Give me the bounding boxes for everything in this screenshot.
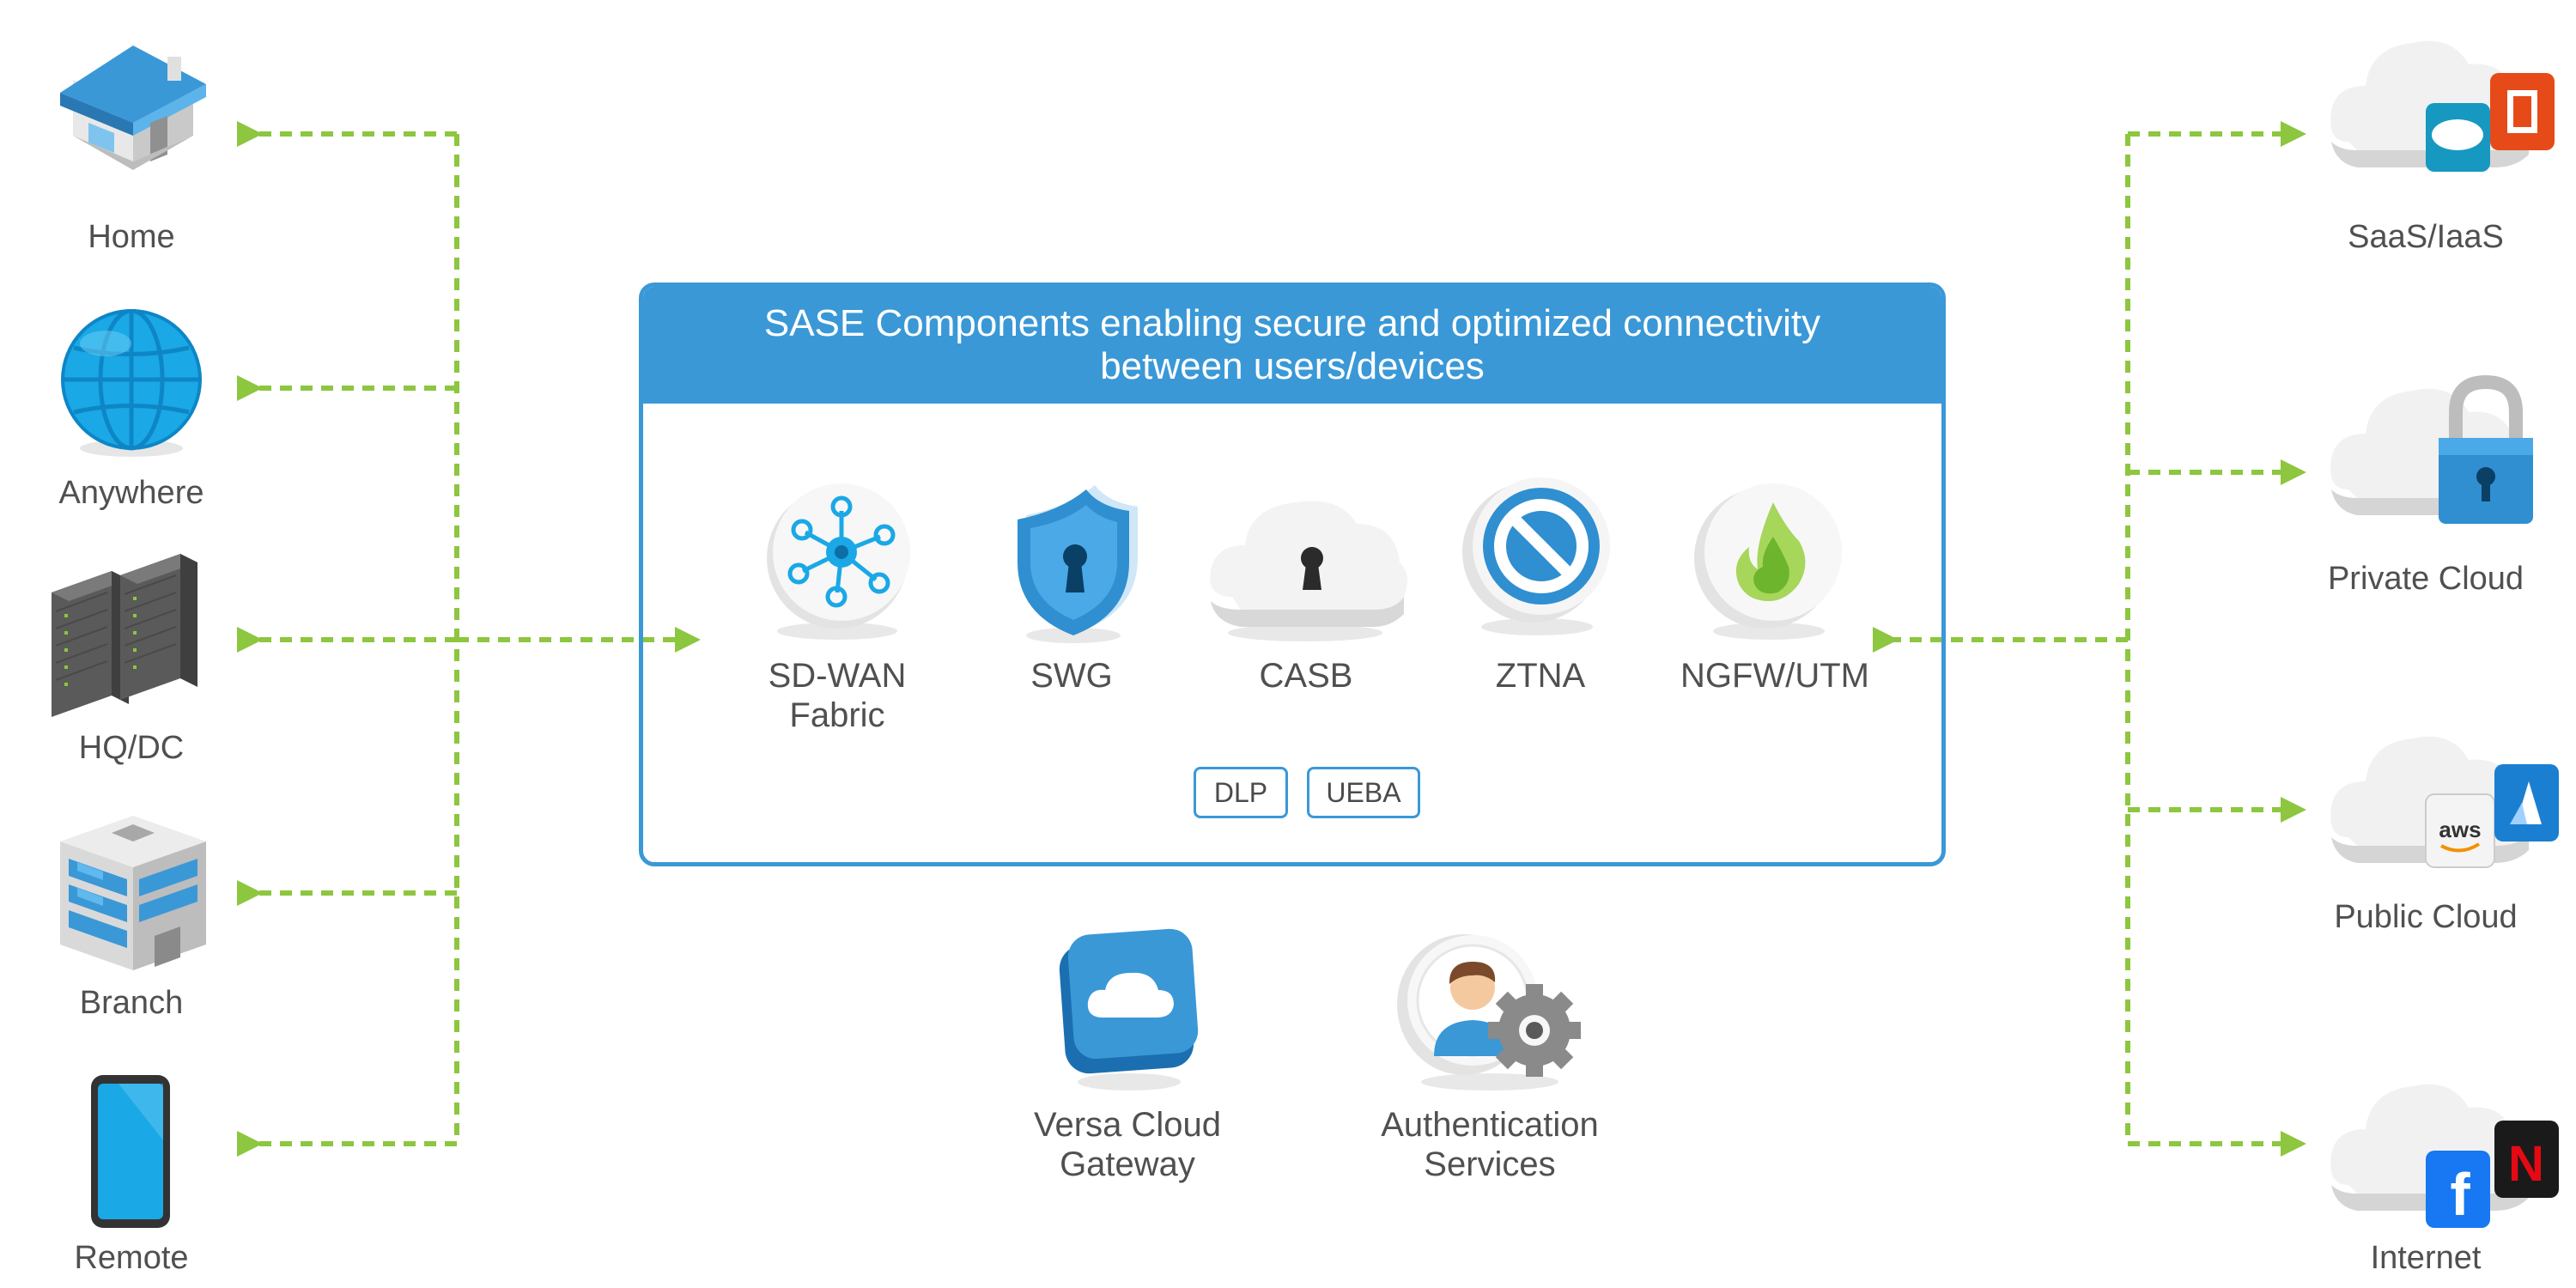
cloud-saas-icon (2330, 40, 2555, 172)
tag-ueba: UEBA (1307, 767, 1420, 818)
bottom-label-auth-services: Authentication Services (1361, 1105, 1619, 1184)
component-label-swg: SWG (1030, 657, 1113, 695)
component-label-sdwan-line2: Fabric (789, 696, 885, 734)
bottom-label-cloud-gateway: Versa Cloud Gateway (999, 1105, 1256, 1184)
panel-title-line2: between users/devices (1100, 345, 1485, 387)
house-icon (60, 46, 206, 170)
node-label-home: Home (88, 219, 175, 255)
cloud-gateway-icon (1059, 928, 1199, 1091)
aws-icon: aws (2425, 793, 2495, 868)
cloud-facebook-netflix-icon: f N (2330, 1084, 2559, 1228)
globe-icon (61, 309, 202, 457)
azure-icon (2494, 764, 2559, 841)
no-entry-icon (1462, 477, 1610, 635)
cloud-keyhole-icon (1210, 501, 1407, 641)
facebook-icon: f (2426, 1151, 2490, 1228)
user-gear-icon (1397, 934, 1581, 1091)
node-label-internet: Internet (2370, 1240, 2482, 1276)
component-label-sdwan: SD-WAN Fabric (708, 656, 966, 735)
component-label-ztna: ZTNA (1495, 657, 1586, 695)
component-label-casb: CASB (1259, 657, 1353, 695)
svg-text:N: N (2508, 1136, 2544, 1192)
shield-keyhole-icon (1018, 485, 1138, 643)
bottom-label-auth-services-line2: Services (1424, 1145, 1556, 1183)
node-label-saas: SaaS/IaaS (2348, 219, 2504, 255)
cloud-aws-azure-icon: aws (2330, 736, 2559, 868)
svg-text:f: f (2450, 1161, 2470, 1228)
cloud-lock-icon (2330, 374, 2533, 524)
salesforce-icon (2426, 103, 2490, 172)
office-building-icon (60, 816, 206, 970)
node-label-remote: Remote (74, 1240, 189, 1276)
bottom-label-cloud-gateway-line1: Versa Cloud (1034, 1106, 1221, 1144)
node-label-branch: Branch (79, 985, 184, 1021)
node-label-hqdc: HQ/DC (78, 730, 185, 766)
sase-components-panel: SASE Components enabling secure and opti… (639, 283, 1946, 866)
smartphone-icon (91, 1075, 170, 1228)
component-label-ngfw: NGFW/UTM (1680, 657, 1869, 695)
tag-dlp: DLP (1194, 767, 1288, 818)
node-label-anywhere: Anywhere (58, 475, 204, 511)
panel-title-line1: SASE Components enabling secure and opti… (763, 302, 1821, 344)
svg-text:aws: aws (2439, 817, 2481, 842)
node-label-private-cloud: Private Cloud (2327, 561, 2524, 597)
node-label-public-cloud: Public Cloud (2334, 899, 2518, 935)
bottom-label-auth-services-line1: Authentication (1381, 1106, 1599, 1144)
server-rack-icon (52, 554, 197, 717)
component-label-sdwan-line1: SD-WAN (768, 657, 907, 695)
network-hub-icon (767, 483, 910, 640)
netflix-icon: N (2494, 1121, 2559, 1198)
panel-header: SASE Components enabling secure and opti… (643, 287, 1941, 404)
bottom-label-cloud-gateway-line2: Gateway (1060, 1145, 1195, 1183)
office-icon (2490, 73, 2555, 150)
firewall-flame-icon (1694, 483, 1842, 640)
